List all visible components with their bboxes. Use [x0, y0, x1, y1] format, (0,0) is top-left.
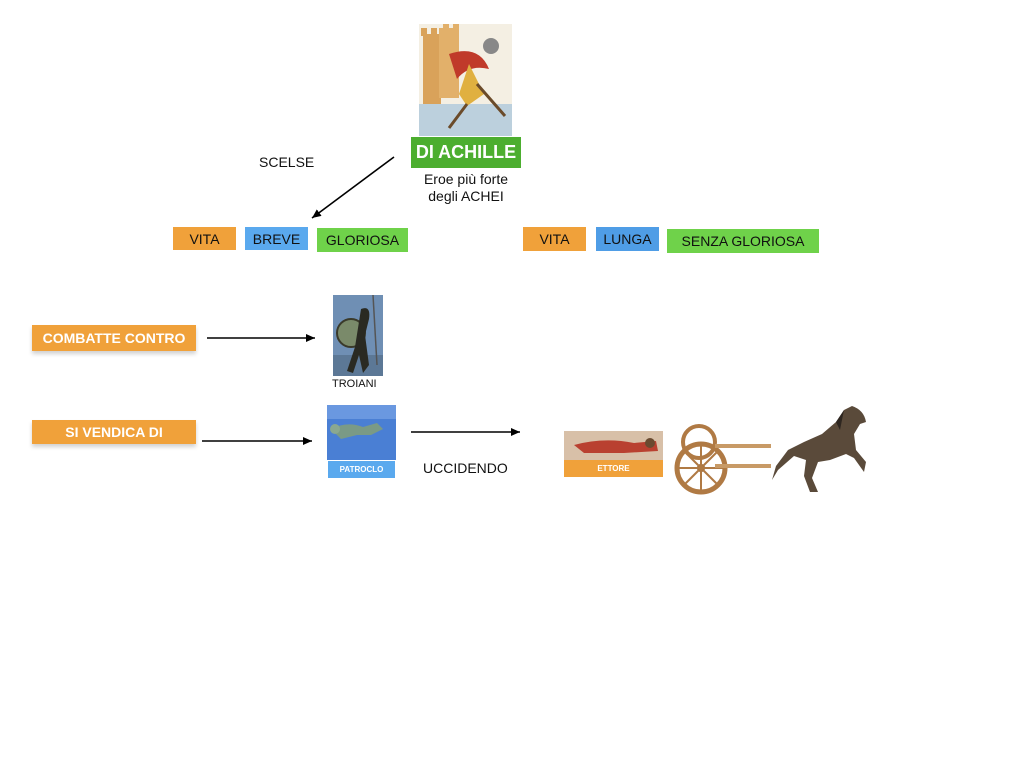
ettore-box: ETTORE — [564, 460, 663, 477]
hector-image — [564, 431, 663, 461]
scelse-arrow — [311, 156, 395, 219]
left-vita-box: VITA — [173, 227, 236, 250]
vendica-label: SI VENDICA DI — [65, 424, 163, 440]
left-breve-label: BREVE — [252, 230, 301, 247]
combatte-label: COMBATTE CONTRO — [42, 330, 186, 346]
troiani-label: TROIANI — [332, 378, 377, 390]
chariot-image — [665, 420, 771, 510]
left-vita-label: VITA — [189, 230, 220, 247]
uccidendo-label: UCCIDENDO — [423, 460, 508, 476]
achilles-warrior-image — [419, 24, 512, 136]
right-lunga-label: LUNGA — [603, 231, 652, 247]
vendica-box: SI VENDICA DI — [32, 420, 196, 444]
right-senza-gloriosa-label: SENZA GLORIOSA — [681, 233, 805, 249]
left-breve-box: BREVE — [245, 227, 308, 250]
ettore-label: ETTORE — [597, 464, 630, 473]
right-senza-gloriosa-box: SENZA GLORIOSA — [667, 229, 819, 253]
patroclo-box: PATROCLO — [328, 461, 395, 478]
title-label: DI ACHILLE — [415, 142, 517, 162]
right-vita-box: VITA — [523, 227, 586, 251]
left-gloriosa-label: GLORIOSA — [325, 232, 400, 248]
combatte-box: COMBATTE CONTRO — [32, 325, 196, 351]
horse-image — [770, 400, 872, 496]
scelse-label: SCELSE — [259, 154, 315, 170]
left-gloriosa-box: GLORIOSA — [317, 228, 408, 252]
right-vita-label: VITA — [539, 231, 570, 247]
spartan-warrior-image — [333, 295, 383, 376]
patroclo-label: PATROCLO — [339, 465, 384, 474]
title-description-line2: degli ACHEI — [428, 188, 504, 204]
title-description-line1: Eroe più forte — [423, 171, 509, 187]
right-lunga-box: LUNGA — [596, 227, 659, 251]
fallen-warrior-image — [327, 405, 396, 460]
title-box: DI ACHILLE — [411, 137, 521, 168]
